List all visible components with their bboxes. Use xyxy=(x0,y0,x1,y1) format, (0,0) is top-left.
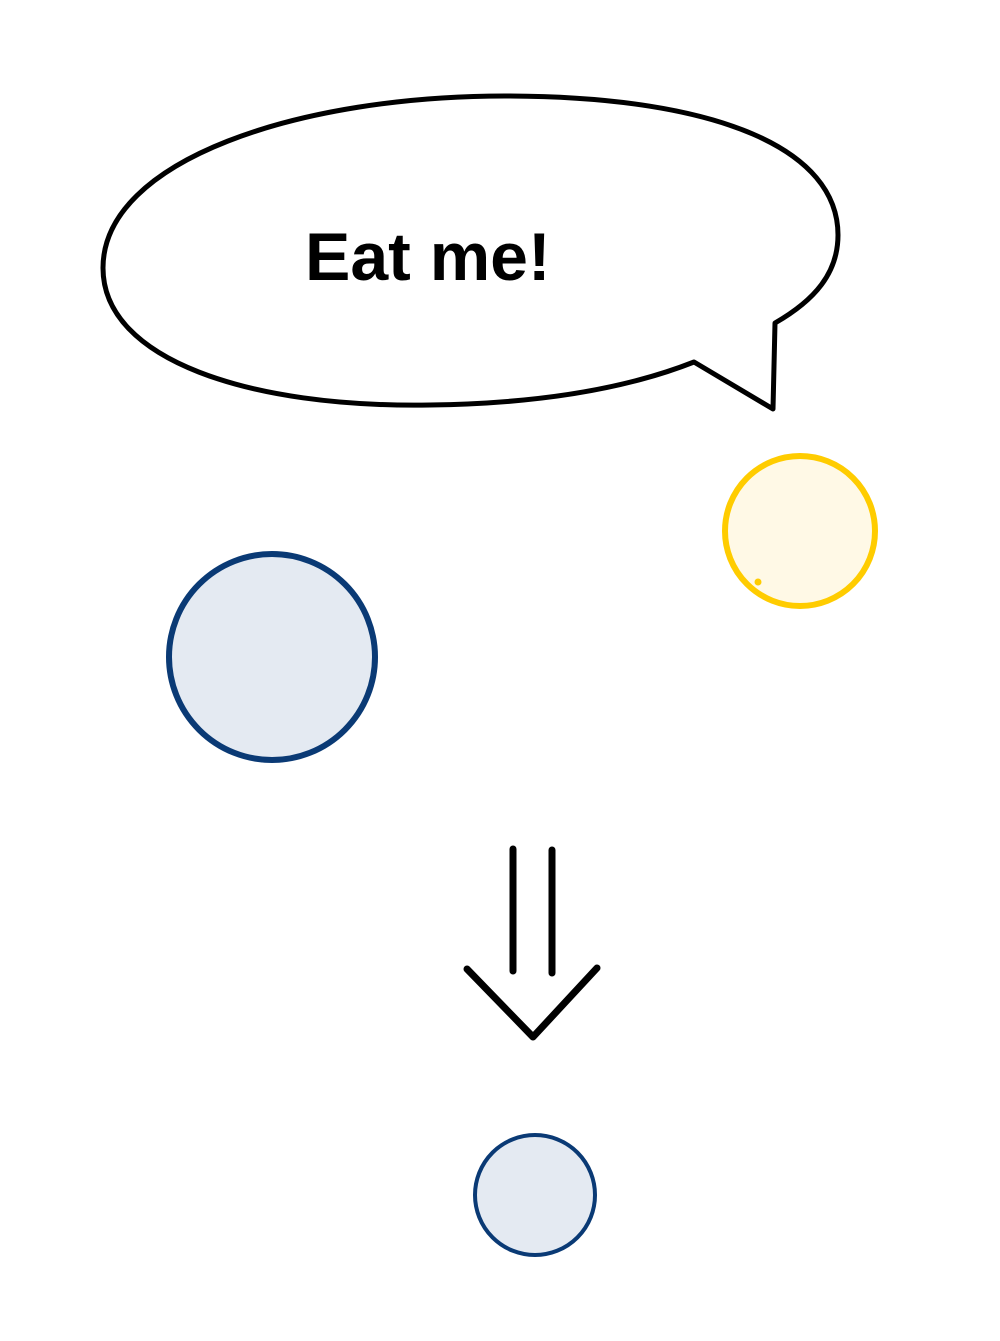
large-blue-circle xyxy=(166,551,378,763)
arrow-head xyxy=(463,964,601,1041)
yellow-circle xyxy=(722,453,878,609)
speech-bubble-text: Eat me! xyxy=(305,219,551,295)
speech-bubble: Eat me! xyxy=(100,93,841,412)
double-line-down-arrow-icon xyxy=(463,845,601,1041)
yellow-circle-dot xyxy=(754,578,762,586)
yellow-circle-shape xyxy=(722,453,878,609)
small-blue-circle xyxy=(473,1133,597,1257)
speech-bubble-outline xyxy=(100,93,841,412)
